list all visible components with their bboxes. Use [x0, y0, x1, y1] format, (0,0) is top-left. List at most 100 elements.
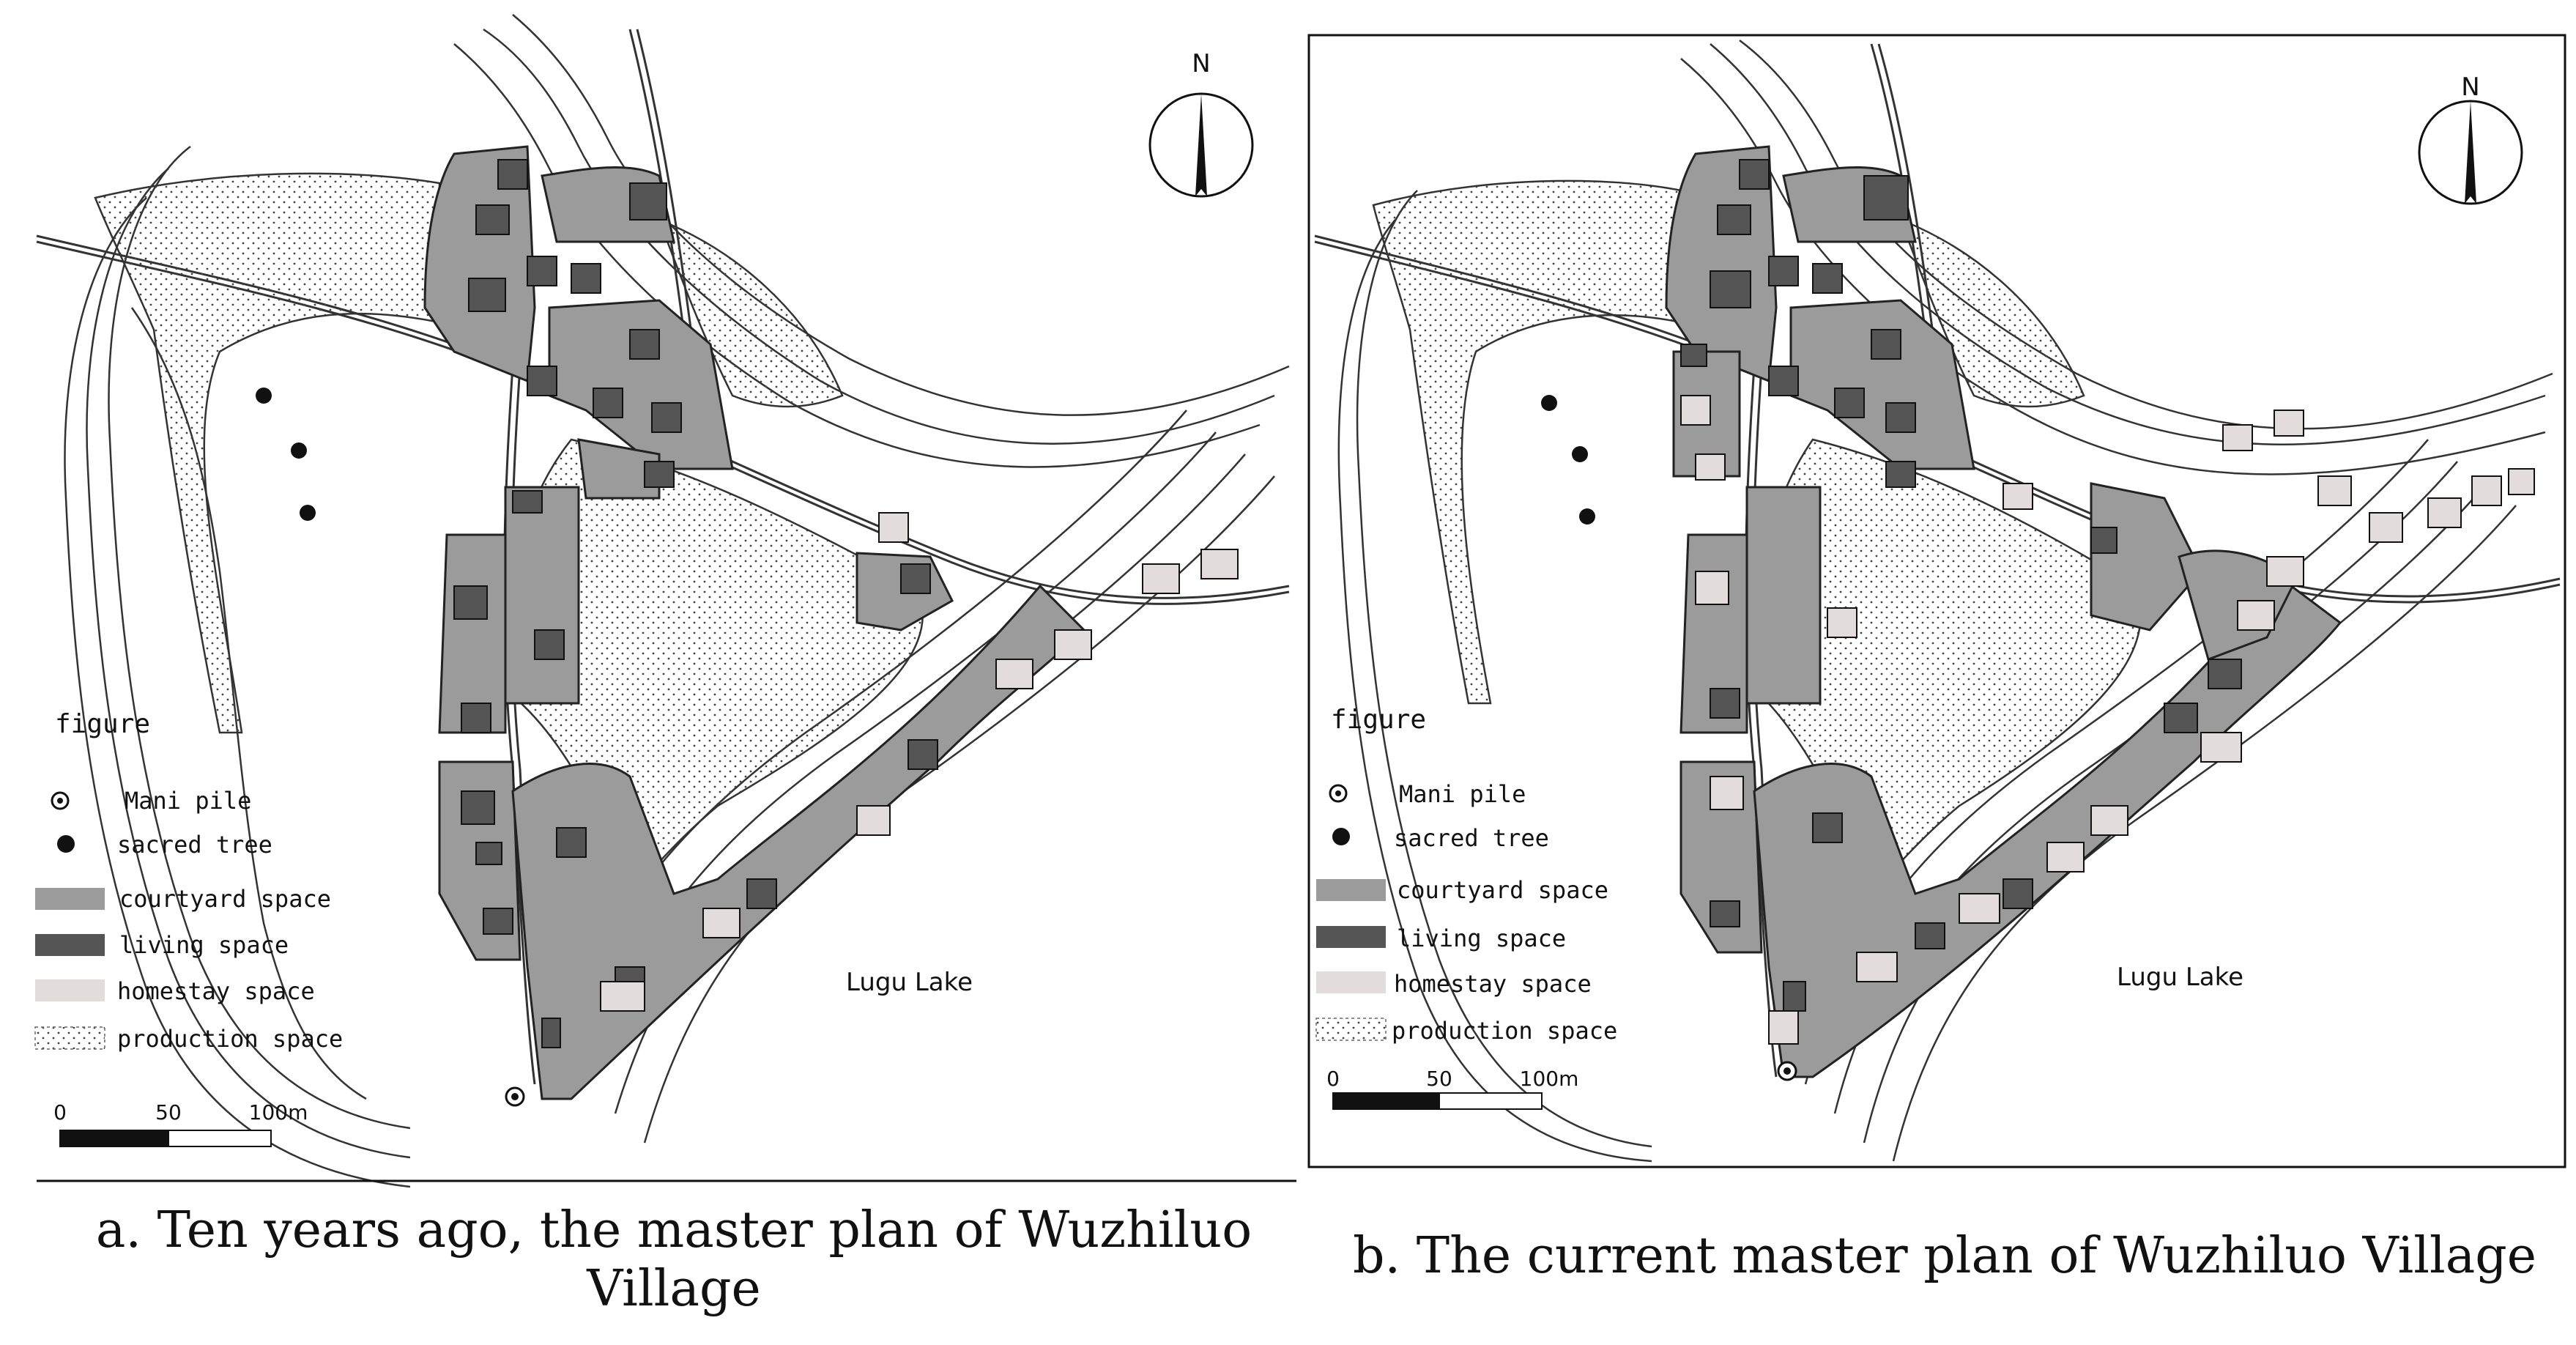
legend-label: homestay space — [1394, 970, 1592, 998]
building — [2237, 600, 2275, 631]
building — [571, 263, 601, 294]
building — [746, 878, 777, 909]
building — [1695, 571, 1729, 605]
building — [483, 908, 513, 935]
building — [1680, 344, 1707, 367]
map-frame — [1307, 34, 2566, 1168]
building — [1200, 549, 1239, 579]
living-buildings — [453, 159, 938, 1048]
svg-text:0: 0 — [1326, 1067, 1340, 1091]
building — [475, 842, 502, 865]
legend-label: courtyard space — [119, 885, 331, 913]
building — [856, 805, 891, 836]
building — [1856, 952, 1898, 982]
building — [878, 512, 909, 543]
building — [2369, 512, 2403, 543]
building — [1959, 893, 2000, 924]
building — [461, 703, 491, 733]
lake-label: Lugu Lake — [846, 968, 973, 997]
building — [2002, 878, 2033, 909]
building — [1142, 563, 1180, 594]
sacred-tree-marker — [300, 505, 316, 521]
building — [995, 659, 1033, 689]
building — [2090, 805, 2128, 836]
building — [702, 908, 740, 938]
building — [907, 739, 938, 770]
building — [475, 204, 510, 235]
building — [900, 563, 931, 594]
panel-ten-years-ago: N Lugu Lake figure Mani pile sacred tree… — [34, 14, 1296, 1318]
building — [651, 402, 682, 433]
svg-text:100m: 100m — [1520, 1067, 1579, 1091]
mani-pile-marker — [505, 1086, 525, 1107]
building — [2002, 483, 2033, 510]
legend-label: production space — [117, 1025, 343, 1053]
legend: figure Mani pile sacred tree courtyard s… — [1315, 705, 1617, 1045]
map-ten-years-ago: N Lugu Lake figure Mani pile sacred tree… — [34, 14, 1296, 1188]
scale-bar: 0 50 100m — [53, 1100, 308, 1147]
building — [1834, 388, 1865, 418]
homestay-swatch — [35, 979, 105, 1001]
homestay-buildings — [1680, 395, 2535, 1045]
building — [453, 585, 488, 620]
building — [600, 981, 645, 1012]
building — [1863, 175, 1909, 221]
sacred-trees — [1541, 395, 1595, 525]
panel-current: N Lugu Lake figure Mani pile sacred tree… — [1300, 0, 2576, 1345]
legend-label: homestay space — [117, 977, 315, 1005]
building — [1717, 204, 1751, 235]
legend-label: Mani pile — [125, 787, 251, 815]
building — [556, 827, 587, 858]
sacred-tree-swatch — [57, 835, 75, 853]
legend-label: production space — [1392, 1017, 1617, 1045]
building — [461, 790, 495, 825]
building — [1871, 329, 1901, 360]
building — [2090, 527, 2117, 554]
sacred-tree-marker — [291, 442, 307, 459]
caption-b: b. The current master plan of Wuzhiluo V… — [1352, 1227, 2537, 1285]
svg-text:50: 50 — [155, 1100, 182, 1124]
north-label: N — [2461, 73, 2479, 102]
building — [1695, 453, 1726, 481]
legend-label: courtyard space — [1397, 876, 1608, 904]
building — [1783, 981, 1806, 1012]
north-arrow: N — [2418, 73, 2523, 205]
production-swatch — [1315, 1018, 1387, 1041]
svg-text:50: 50 — [1426, 1067, 1452, 1091]
building — [1812, 263, 1843, 294]
building — [2427, 497, 2462, 528]
building — [2317, 475, 2352, 506]
building — [1768, 366, 1799, 396]
legend-title: figure — [1331, 705, 1426, 735]
legend-label: living space — [119, 931, 289, 959]
mani-pile-marker — [1777, 1061, 1797, 1081]
sacred-tree-marker — [256, 388, 272, 404]
building — [1768, 1010, 1799, 1045]
living-swatch — [35, 934, 105, 956]
building — [2266, 556, 2304, 587]
courtyard-swatch — [1316, 879, 1386, 901]
sacred-tree-marker — [1572, 446, 1588, 462]
building — [1710, 900, 1740, 927]
north-label: N — [1192, 49, 1210, 78]
building — [1054, 629, 1092, 660]
building — [629, 329, 660, 360]
living-swatch — [1316, 926, 1386, 948]
building — [1710, 776, 1744, 810]
building — [534, 629, 565, 660]
courtyard-swatch — [35, 888, 105, 910]
building — [527, 256, 557, 286]
building — [1915, 922, 1945, 949]
building — [2471, 475, 2502, 506]
building — [2508, 468, 2535, 495]
homestay-swatch — [1316, 971, 1386, 993]
building — [2208, 659, 2242, 689]
legend-label: sacred tree — [1394, 824, 1549, 852]
building — [1739, 159, 1770, 190]
legend-label: Mani pile — [1399, 780, 1526, 808]
building — [644, 461, 675, 488]
building — [1680, 395, 1711, 426]
building — [527, 366, 557, 396]
building — [2164, 703, 2198, 733]
building — [1827, 607, 1857, 638]
